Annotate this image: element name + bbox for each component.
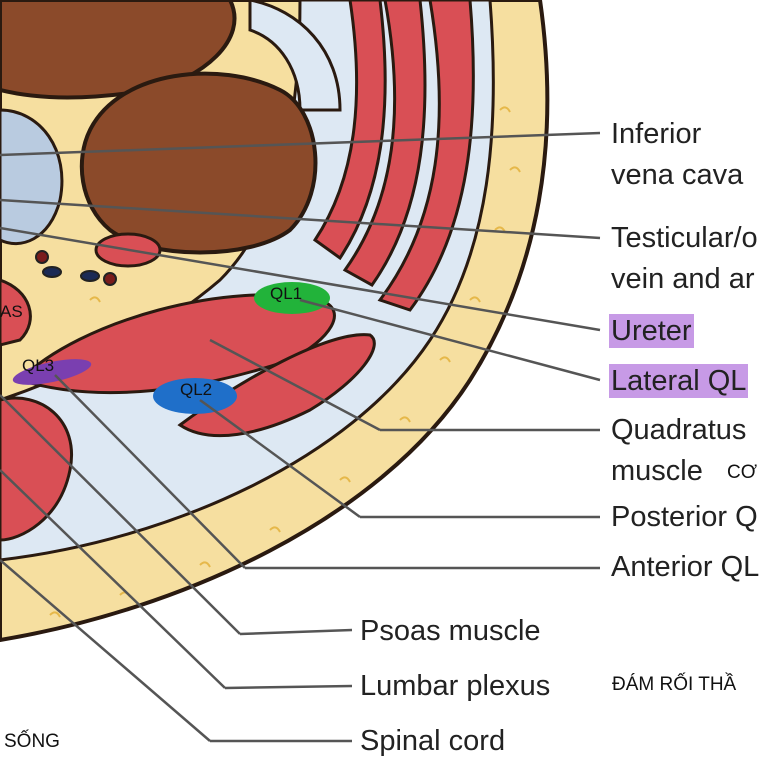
- ql2-label: QL2: [180, 380, 213, 399]
- vessel-b: [42, 266, 62, 278]
- anterior-ql-label: Anterior QL: [611, 551, 760, 583]
- ql3-region: [12, 359, 92, 385]
- lumbar-plexus-label: Lumbar plexus: [360, 670, 551, 702]
- psoas-upper: [0, 278, 32, 347]
- quadratus-lumborum: [17, 293, 336, 395]
- psoas-shape: [0, 396, 73, 542]
- transversus-abdominis: [312, 0, 387, 261]
- internal-oblique: [342, 0, 427, 287]
- colon: [248, 0, 342, 112]
- vessel-d: [103, 272, 117, 286]
- vena-cava: [0, 108, 64, 246]
- lateral-ql-label: Lateral QL: [609, 364, 749, 398]
- leader-lines: [0, 131, 601, 743]
- vessel-c: [80, 270, 100, 282]
- ivc-label-line1: Inferior: [611, 118, 702, 150]
- ql1-label: QL1: [270, 284, 303, 303]
- vessel-a: [35, 250, 49, 264]
- quadratus-label-line1: Quadratus: [611, 414, 747, 446]
- psoas-label: Psoas muscle: [360, 615, 541, 647]
- kidney: [79, 71, 318, 255]
- quadratus-label-line2: muscle: [611, 455, 703, 487]
- as-annotation: AS: [0, 302, 23, 321]
- external-oblique: [377, 0, 475, 312]
- co-annotation: CƠ: [727, 462, 758, 483]
- ql3-label: QL3: [22, 356, 55, 375]
- testicular-label-line2: vein and ar: [611, 263, 755, 295]
- ureter-label: Ureter: [609, 314, 694, 348]
- ql2-region: [153, 378, 237, 414]
- testicular-label-line1: Testicular/o: [611, 222, 758, 254]
- song-annotation: SỐNG: [4, 731, 60, 752]
- dam-roi-annotation: ĐÁM RỐI THẦ: [612, 674, 737, 695]
- posterior-ql-label: Posterior Q: [611, 501, 758, 533]
- ql1-region: [254, 282, 330, 314]
- ivc-label-line2: vena cava: [611, 159, 744, 191]
- spinal-cord-label: Spinal cord: [360, 725, 506, 757]
